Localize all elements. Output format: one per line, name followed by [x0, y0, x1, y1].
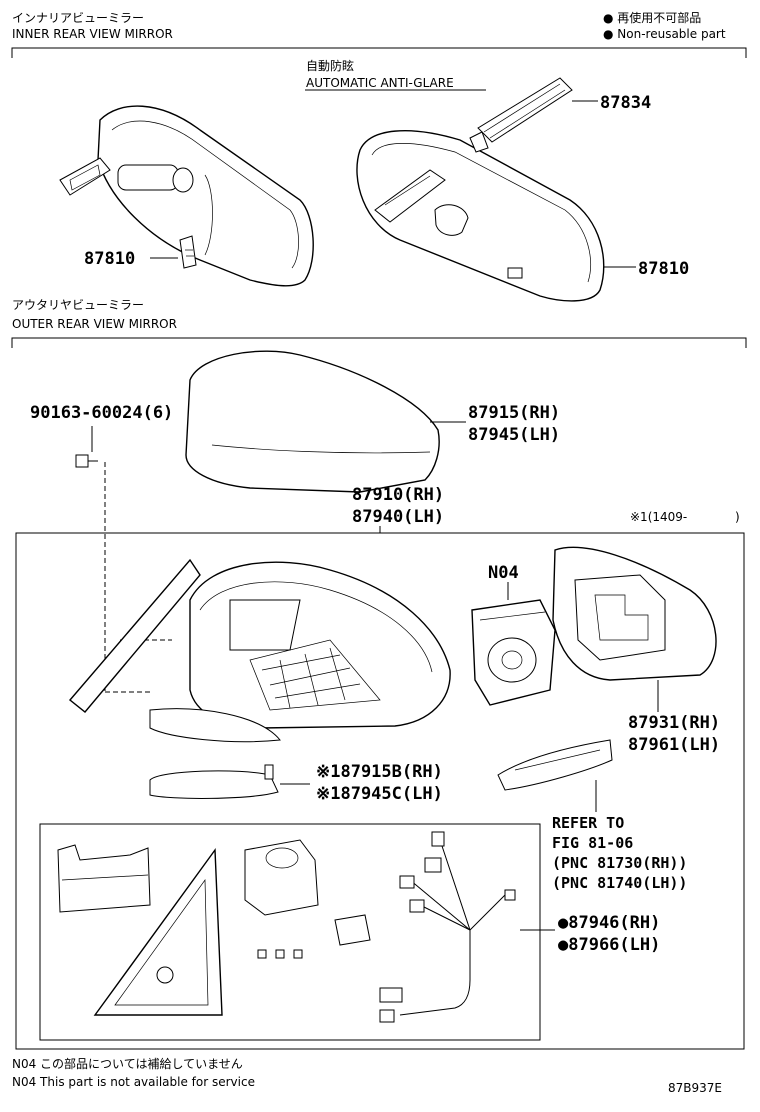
part-87834: 87834	[600, 93, 651, 113]
part-87915-rh: 87915(RH)	[468, 403, 560, 423]
outer-assembly-box	[15, 532, 745, 1050]
part-87961-lh: 87961(LH)	[628, 735, 720, 755]
wire-harness	[379, 831, 516, 1023]
part-87931-rh: 87931(RH)	[628, 713, 720, 733]
part-87810-left: 87810	[84, 249, 135, 269]
figure-code: 87B937E	[668, 1081, 722, 1095]
mirror-actuator	[471, 599, 556, 706]
lower-cover-piece	[149, 764, 279, 799]
inner-section-bracket	[11, 47, 747, 58]
refer-to-line1: REFER TO	[552, 814, 624, 832]
inner-mirror-anti-glare	[356, 77, 605, 302]
kit-bracket	[57, 844, 151, 913]
legend-non-reusable-jp: ● 再使用不可部品	[603, 10, 701, 25]
outer-mirror-body	[68, 558, 451, 743]
inner-mirror-title-en: INNER REAR VIEW MIRROR	[12, 27, 173, 41]
mirror-glass	[552, 546, 717, 681]
refer-to-line3: (PNC 81730(RH))	[552, 854, 687, 872]
footer-note-en: N04 This part is not available for servi…	[12, 1075, 255, 1089]
legend-non-reusable-en: ● Non-reusable part	[603, 27, 726, 41]
anti-glare-label-en: AUTOMATIC ANTI-GLARE	[306, 76, 454, 90]
part-n04: N04	[488, 563, 519, 583]
footer-note-jp: N04 この部品については補給していません	[12, 1056, 243, 1071]
anti-glare-label-jp: 自動防眩	[306, 58, 354, 73]
kit-mirror-base	[93, 847, 223, 1016]
inner-mirror-title-jp: インナリアビューミラー	[12, 11, 144, 25]
inner-mirror-standard	[59, 105, 314, 287]
part-87940-lh: 87940(LH)	[352, 507, 444, 527]
part-87945-lh: 87945(LH)	[468, 425, 560, 445]
refer-to-line2: FIG 81-06	[552, 834, 633, 852]
outer-section-bracket	[11, 337, 747, 348]
note-1409-close: )	[735, 510, 740, 524]
part-87915b-rh: ※187915B(RH)	[316, 762, 443, 782]
part-87810-right: 87810	[638, 259, 689, 279]
kit-motor	[244, 839, 319, 916]
turn-signal-lamp	[497, 739, 613, 791]
outer-mirror-title-jp: アウタリヤビューミラー	[12, 298, 144, 312]
part-87966-lh: ●87966(LH)	[558, 935, 660, 955]
part-87910-rh: 87910(RH)	[352, 485, 444, 505]
refer-to-line4: (PNC 81740(LH))	[552, 874, 687, 892]
note-1409: ※1(1409-	[630, 510, 687, 524]
kit-clip	[334, 914, 371, 946]
part-87945c-lh: ※187945C(LH)	[316, 784, 443, 804]
screw-icon	[75, 454, 98, 468]
outer-mirror-title-en: OUTER REAR VIEW MIRROR	[12, 317, 177, 331]
kit-box	[39, 823, 541, 1041]
part-90163-screw: 90163-60024(6)	[30, 403, 173, 423]
mirror-cover	[185, 350, 440, 493]
kit-screws	[257, 949, 303, 959]
part-87946-rh: ●87946(RH)	[558, 913, 660, 933]
